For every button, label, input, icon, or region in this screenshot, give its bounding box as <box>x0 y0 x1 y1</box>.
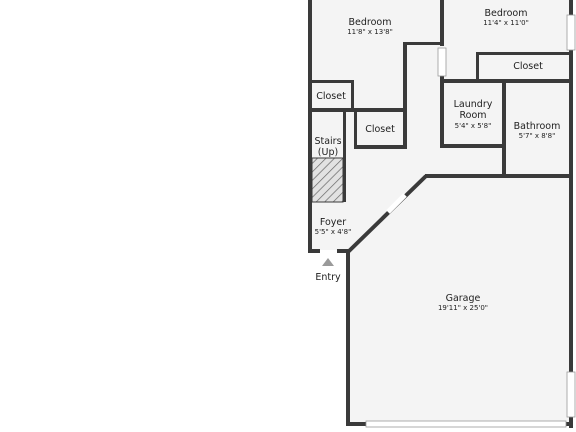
floor-area <box>310 0 573 425</box>
dims-bedroom-right: 11'4" x 11'0" <box>483 19 529 27</box>
dims-garage: 19'11" x 25'0" <box>438 304 488 312</box>
label-stairs-line2: (Up) <box>318 147 338 158</box>
label-entry: Entry <box>315 272 341 283</box>
label-bathroom: Bathroom <box>514 121 561 132</box>
label-garage: Garage <box>446 293 481 304</box>
label-laundry-line2: Room <box>459 110 486 121</box>
dims-bathroom: 5'7" x 8'8" <box>519 132 556 140</box>
entry-arrow-icon <box>322 258 334 266</box>
dims-bedroom-left: 11'8" x 13'8" <box>347 28 393 36</box>
garage-door-opening <box>386 193 407 214</box>
dims-laundry: 5'4" x 5'8" <box>455 122 492 130</box>
stairs-hatch <box>311 157 344 203</box>
label-foyer: Foyer <box>320 217 346 228</box>
label-closet-middle: Closet <box>365 124 395 135</box>
label-bedroom-left: Bedroom <box>349 17 392 28</box>
label-closet-right: Closet <box>513 61 543 72</box>
diagonal-wall <box>346 174 428 254</box>
label-closet-left: Closet <box>316 91 346 102</box>
label-bedroom-right: Bedroom <box>485 8 528 19</box>
label-laundry-line1: Laundry <box>454 99 493 110</box>
label-stairs-line1: Stairs <box>314 136 341 147</box>
openings <box>365 14 576 428</box>
dims-foyer: 5'5" x 4'8" <box>315 228 352 236</box>
